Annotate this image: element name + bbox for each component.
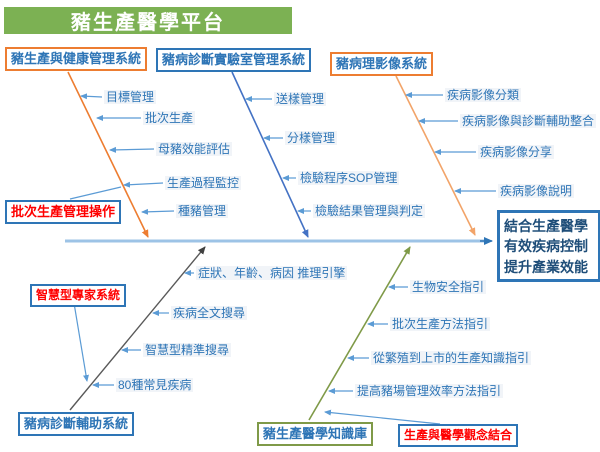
cause-health-breeding: 種豬管理 [176, 204, 229, 219]
callout-concept-integration: 生產與醫學觀念結合 [398, 424, 519, 447]
cause-health-goal: 目標管理 [104, 90, 157, 105]
cause-knowledge-biosafety: 生物安全指引 [410, 280, 487, 295]
branch-box-knowledge: 豬生產醫學知識庫 [257, 422, 374, 447]
cause-diagnosis-smart: 智慧型精準搜尋 [143, 343, 232, 358]
cause-knowledge-batch: 批次生產方法指引 [390, 317, 491, 332]
branch-box-imaging: 豬病理影像系統 [330, 52, 434, 77]
cause-diagnosis-fulltext: 疾病全文搜尋 [171, 306, 248, 321]
cause-imaging-integrate: 疾病影像與診斷輔助整合 [460, 114, 597, 129]
page-title: 豬生產醫學平台 [4, 7, 292, 34]
cause-knowledge-efficiency: 提高豬場管理效率方法指引 [355, 384, 504, 399]
cause-knowledge-lifecycle: 從繁殖到上市的生產知識指引 [371, 351, 532, 366]
cause-lab-sop: 檢驗程序SOP管理 [298, 171, 400, 186]
cause-imaging-explain: 疾病影像說明 [498, 184, 575, 199]
callout-batch-production: 批次生產管理操作 [5, 200, 122, 225]
cause-imaging-share: 疾病影像分享 [478, 145, 555, 160]
cause-imaging-classify: 疾病影像分類 [445, 88, 522, 103]
cause-lab-results: 檢驗結果管理與判定 [313, 204, 426, 219]
callout-expert-system: 智慧型專家系統 [30, 284, 127, 307]
cause-diagnosis-inference: 症狀、年齡、病因 推理引擎 [196, 266, 348, 281]
cause-lab-sample-send: 送樣管理 [274, 92, 327, 107]
branch-box-lab: 豬病診斷實驗室管理系統 [156, 48, 312, 73]
cause-health-sow: 母豬效能評估 [156, 142, 233, 157]
cause-health-monitor: 生產過程監控 [165, 176, 242, 191]
effect-line-1: 結合生產醫學 [504, 218, 588, 234]
cause-health-batch: 批次生產 [143, 111, 196, 126]
cause-diagnosis-diseases: 80種常見疾病 [116, 378, 194, 393]
branch-box-health: 豬生產與健康管理系統 [5, 47, 148, 72]
effect-line-3: 提升產業效能 [504, 258, 588, 275]
effect-line-2: 有效疾病控制 [504, 238, 588, 255]
effect-box: 結合生產醫學 有效疾病控制 提升產業效能 [497, 210, 600, 282]
cause-lab-sample-split: 分樣管理 [285, 131, 338, 146]
branch-box-diagnosis: 豬病診斷輔助系統 [18, 412, 135, 437]
